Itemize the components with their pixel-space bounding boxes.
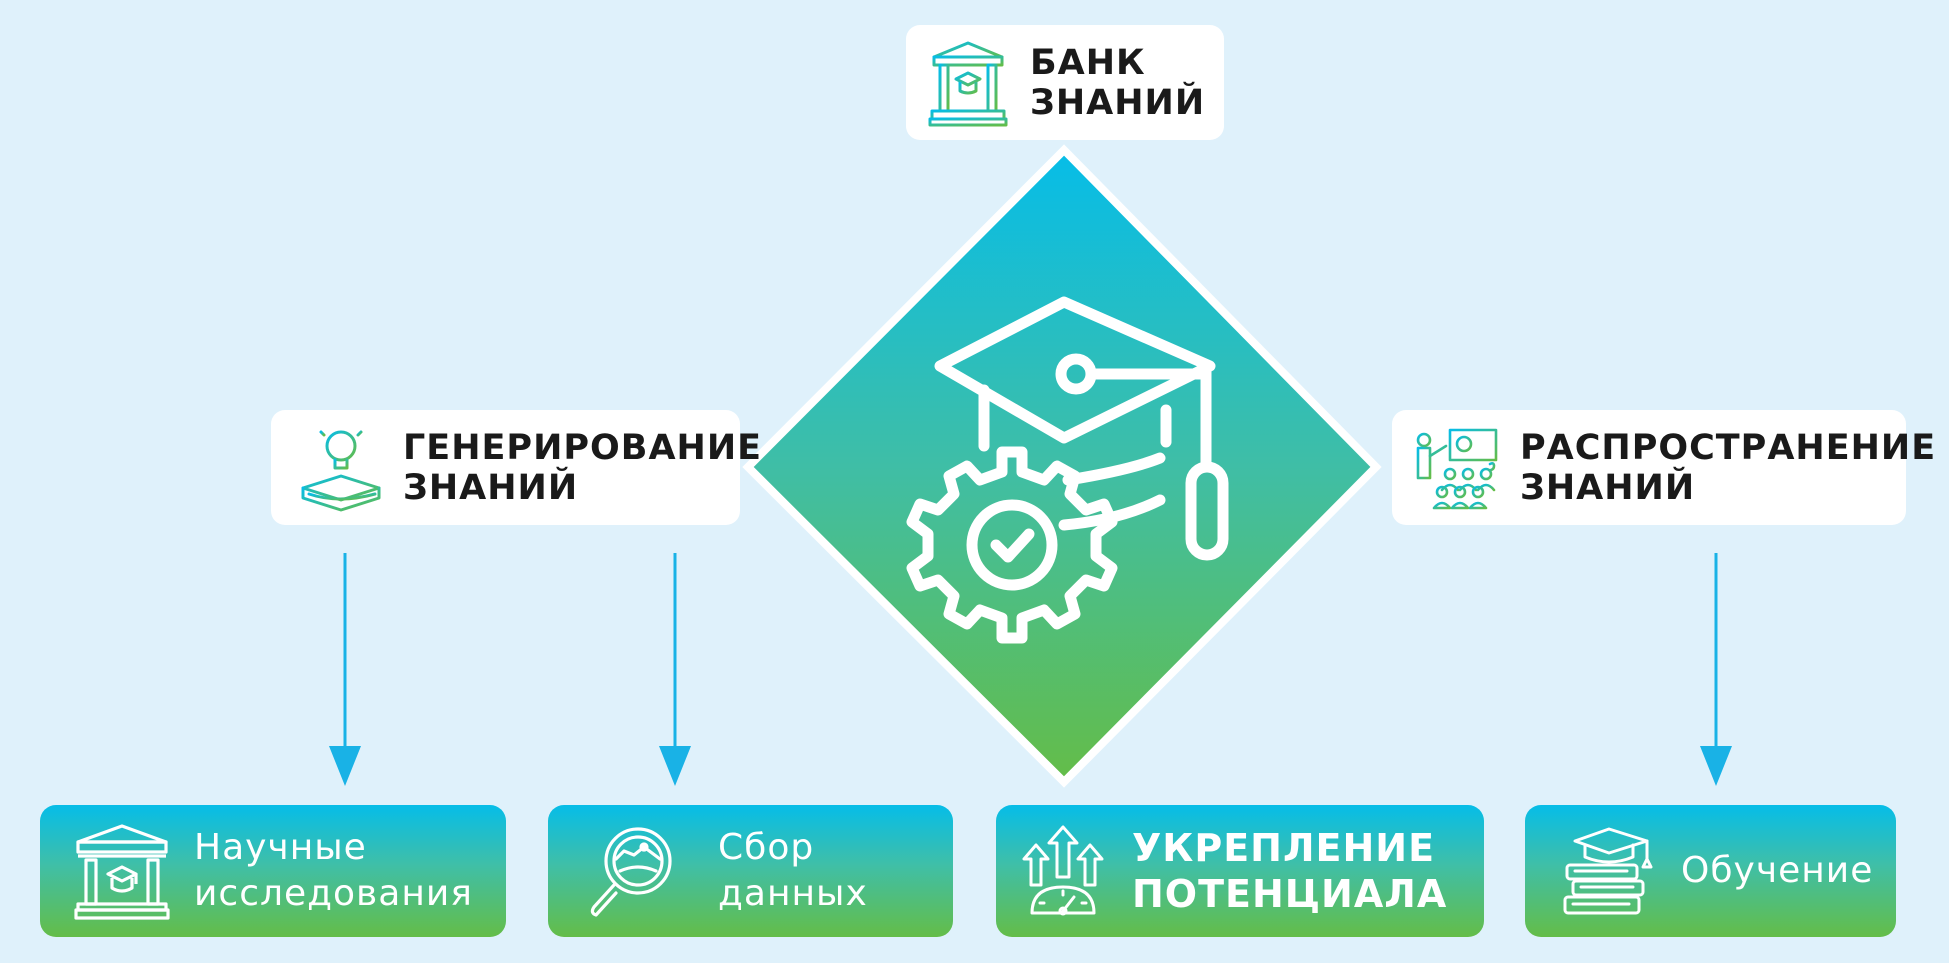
graduation-cap-gear-icon [906, 296, 1229, 644]
outcome-research: Научные исследования [40, 805, 506, 937]
outcome-training-line1: Обучение [1681, 850, 1874, 891]
top-node-line1: БАНК [1030, 42, 1146, 83]
growth-arrows-gauge-icon [1016, 823, 1110, 919]
magnifier-data-icon [586, 823, 678, 919]
bank-graduation-icon [928, 39, 1008, 127]
outcome-data-collection: Сбор данных [548, 805, 953, 937]
left-node-line1: ГЕНЕРИРОВАНИЕ [403, 427, 763, 468]
card-knowledge-bank: БАНК ЗНАНИЙ [906, 25, 1224, 140]
left-node-line2: ЗНАНИЙ [403, 467, 579, 508]
university-icon [74, 822, 170, 920]
presentation-audience-icon [1414, 426, 1500, 510]
arrow-generation-research [329, 553, 361, 786]
card-knowledge-generation: ГЕНЕРИРОВАНИЕ ЗНАНИЙ [271, 410, 761, 525]
card-knowledge-dissemination: РАСПРОСТРАНЕНИЕ ЗНАНИЙ [1392, 410, 1935, 525]
arrow-generation-data [659, 553, 691, 786]
outcome-data-line1: Сбор [718, 827, 815, 868]
stacked-books-cap-icon [1561, 823, 1657, 919]
lightbulb-book-icon [299, 422, 383, 514]
outcome-training: Обучение [1525, 805, 1896, 937]
outcome-data-line2: данных [718, 873, 868, 914]
outcome-capacity-line1: УКРЕПЛЕНИЕ [1132, 826, 1436, 870]
right-node-line1: РАСПРОСТРАНЕНИЕ [1520, 427, 1937, 468]
outcome-capacity-building: УКРЕПЛЕНИЕ ПОТЕНЦИАЛА [996, 805, 1484, 937]
arrow-dissemination-training [1700, 553, 1732, 786]
right-node-line2: ЗНАНИЙ [1520, 467, 1696, 508]
top-node-line2: ЗНАНИЙ [1030, 82, 1206, 123]
outcome-research-line2: исследования [194, 873, 473, 914]
outcome-research-line1: Научные [194, 827, 367, 868]
outcome-capacity-line2: ПОТЕНЦИАЛА [1132, 872, 1448, 916]
